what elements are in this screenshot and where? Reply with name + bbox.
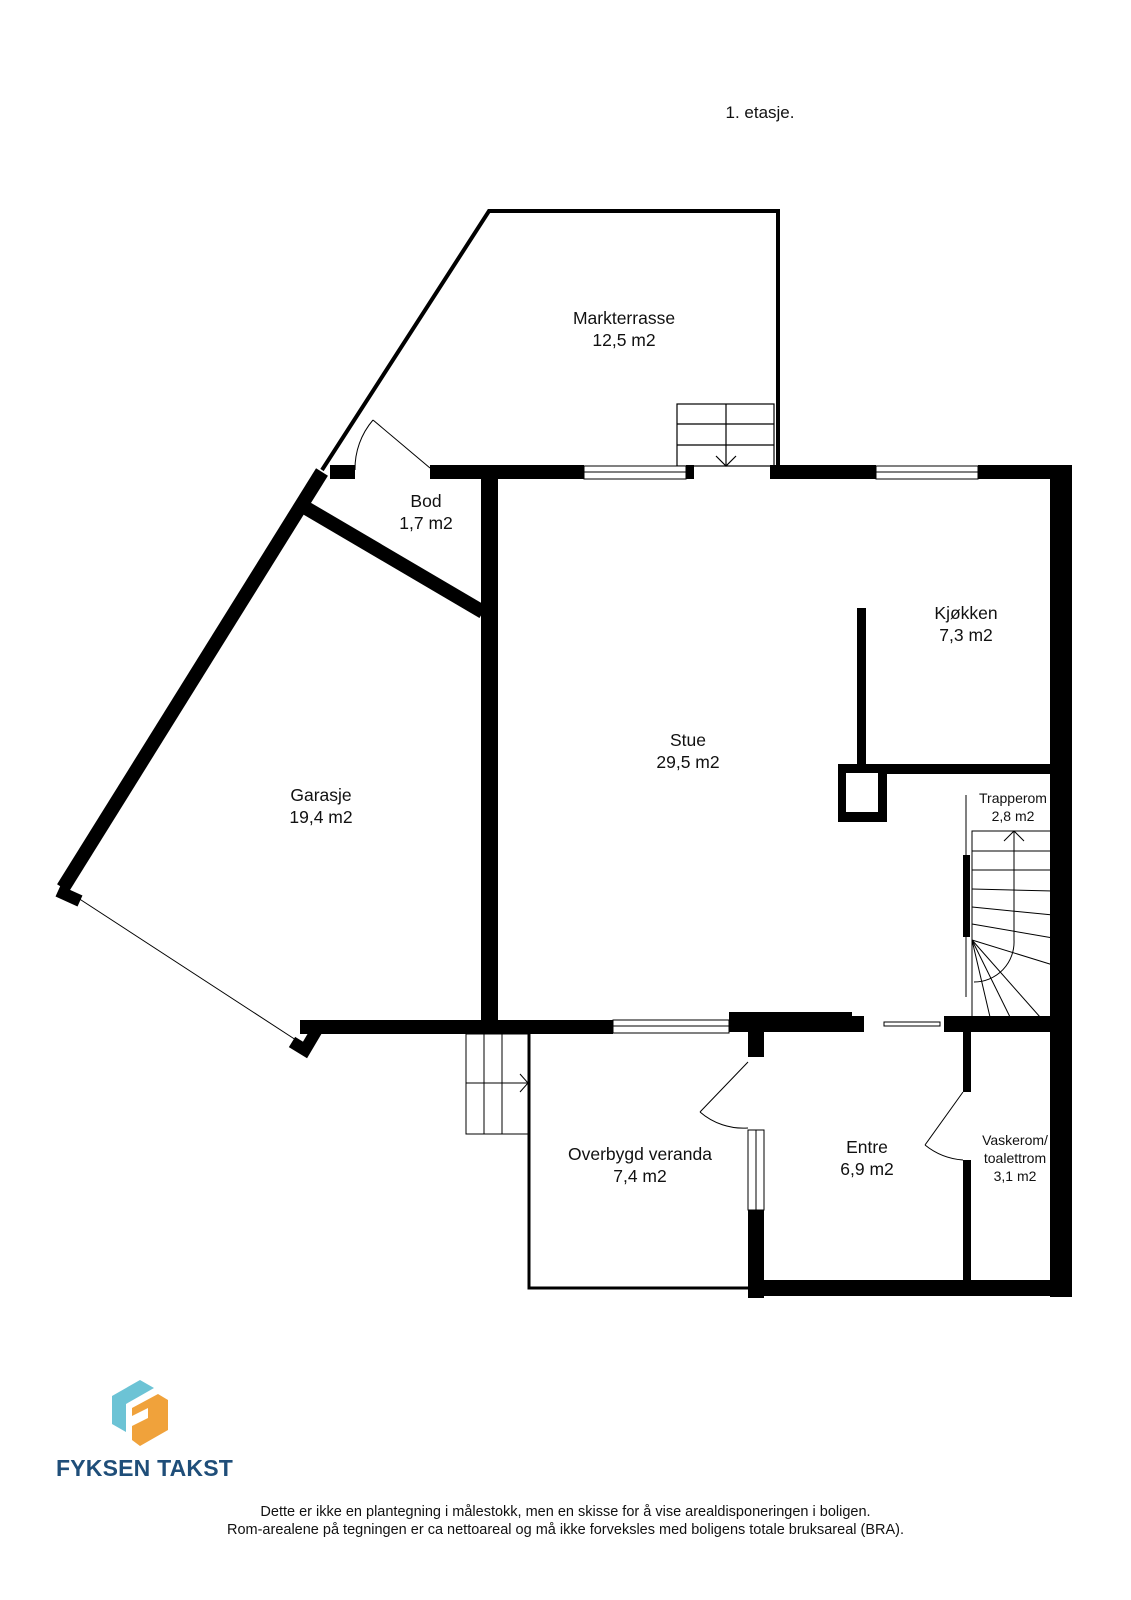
floor-title: 1. etasje. <box>725 103 795 122</box>
room-area: 7,3 m2 <box>939 625 993 645</box>
windows <box>583 465 979 1211</box>
room-area: 2,8 m2 <box>991 808 1035 824</box>
room-area: 6,9 m2 <box>840 1159 894 1179</box>
chimney <box>846 773 878 812</box>
room-area: 3,1 m2 <box>993 1168 1037 1184</box>
disclaimer-line-1: Dette er ikke en plantegning i målestokk… <box>260 1504 871 1520</box>
room-entre: Entre 6,9 m2 <box>840 1136 894 1180</box>
disclaimer-line-2: Rom-arealene på tegningen er ca nettoare… <box>226 1522 905 1538</box>
garage-door <box>77 897 297 1041</box>
markterrasse-outline <box>320 209 780 472</box>
room-name: Bod <box>410 491 442 511</box>
room-bod: Bod 1,7 m2 <box>399 490 453 534</box>
room-markterrasse: Markterrasse 12,5 m2 <box>573 307 675 351</box>
room-name: Kjøkken <box>934 603 998 623</box>
room-garasje: Garasje 19,4 m2 <box>289 784 352 828</box>
room-name: Markterrasse <box>572 308 676 328</box>
terrace-steps <box>676 403 775 467</box>
room-area: 29,5 m2 <box>656 752 720 772</box>
room-kjokken: Kjøkken 7,3 m2 <box>934 602 997 646</box>
room-area: 1,7 m2 <box>399 513 453 533</box>
room-name: Garasje <box>290 785 352 805</box>
room-area: 12,5 m2 <box>592 330 656 350</box>
room-name: Overbygd veranda <box>568 1144 712 1164</box>
room-stue: Stue 29,5 m2 <box>656 729 719 773</box>
veranda-steps <box>465 1033 530 1135</box>
room-name: Vaskerom/ <box>982 1132 1048 1148</box>
room-area: 7,4 m2 <box>613 1166 667 1186</box>
room-vaskerom: Vaskerom/ toalettrom 3,1 m2 <box>982 1131 1048 1185</box>
logo-hexagon-icon <box>112 1380 168 1446</box>
room-name: Stue <box>669 730 706 750</box>
walls <box>300 465 1072 1298</box>
room-overbygd-veranda: Overbygd veranda 7,4 m2 <box>568 1143 712 1187</box>
door-swings <box>354 419 967 1161</box>
logo-text: FYKSEN TAKST <box>56 1455 234 1481</box>
room-name: Trapperom <box>979 790 1047 806</box>
room-area: 19,4 m2 <box>289 807 353 827</box>
garage-diagonal-wall <box>55 468 487 1059</box>
room-name-2: toalettrom <box>983 1150 1047 1166</box>
room-trapperom: Trapperom 2,8 m2 <box>979 789 1047 825</box>
staircase <box>971 830 1054 1018</box>
room-name: Entre <box>846 1137 888 1157</box>
disclaimer: Dette er ikke en plantegning i målestokk… <box>0 1503 1131 1539</box>
